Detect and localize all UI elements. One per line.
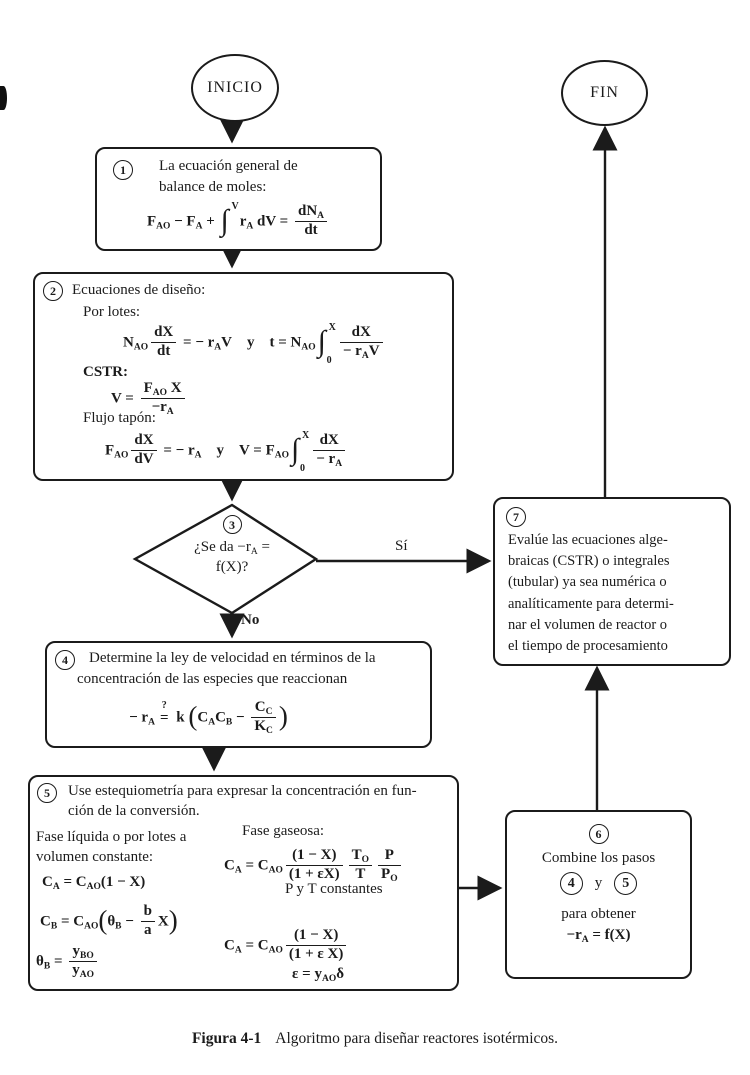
design-equations-title: Ecuaciones de diseño: <box>72 282 206 298</box>
start-terminal-label: INICIO <box>207 79 263 96</box>
step-5-box: 5 Use estequiometría para expresar la co… <box>28 775 459 991</box>
epsilon-equation: ε = yAOδ <box>292 966 345 984</box>
step-7-number-badge: 7 <box>506 507 526 527</box>
step-7-text-line5: nar el volumen de reactor o <box>508 616 668 633</box>
step-5-text-line1: Use estequiometría para expresar la conc… <box>68 783 417 799</box>
plug-flow-label: Flujo tapón: <box>83 410 156 426</box>
figure-caption: Figura 4-1 Algoritmo para diseñar reactor… <box>0 1030 750 1048</box>
combined-rate-equation: −rA = f(X) <box>566 927 631 945</box>
liquid-ca-equation: CA = CAO(1 − X) <box>42 874 146 892</box>
step-7-text-line3: (tubular) ya sea numérica o <box>508 574 667 591</box>
step-7-text-line6: el tiempo de procesamiento <box>508 638 668 655</box>
step-4-reference-badge: 4 <box>559 872 583 895</box>
step-4-text-line1: Determine la ley de velocidad en término… <box>89 650 376 666</box>
step-1-box: 1 La ecuación general de balance de mole… <box>95 147 382 251</box>
step-5-reference-badge: 5 <box>614 872 638 895</box>
decision-question: ¿Se da −rA =f(X)? <box>194 539 270 575</box>
step-7-text-line2: braicas (CSTR) o integrales <box>508 553 670 570</box>
no-branch-label: No <box>241 612 260 628</box>
liquid-phase-label-line1: Fase líquida o por lotes a <box>36 829 187 845</box>
step-1-number-badge: 1 <box>113 160 133 180</box>
step-4-number-badge: 4 <box>55 650 75 670</box>
step-6-number-badge: 6 <box>588 824 609 844</box>
step-7-text-line4: analíticamente para determi- <box>508 595 674 612</box>
step-1-text-line2: balance de moles: <box>159 179 267 195</box>
step-6-box: 6 Combine los pasos 4 y 5 para obtener −… <box>505 810 692 979</box>
figure-caption-text: Algoritmo para diseñar reactores isotérm… <box>275 1030 559 1047</box>
step-5-number-badge: 5 <box>37 783 57 803</box>
end-terminal-label: FIN <box>590 84 619 101</box>
step-7-text-line1: Evalúe las ecuaciones alge- <box>508 532 668 548</box>
step-4-text-line2: concentración de las especies que reacci… <box>77 671 348 687</box>
figure-caption-label: Figura 4-1 <box>191 1030 262 1047</box>
step-4-box: 4 Determine la ley de velocidad en térmi… <box>45 641 432 748</box>
scan-artifact <box>0 86 7 110</box>
step-3-number-badge: 3 <box>222 515 242 534</box>
cstr-design-equation: V = FAO X−rA <box>111 380 188 417</box>
gas-phase-label: Fase gaseosa: <box>242 823 325 839</box>
start-terminal: INICIO <box>191 54 279 122</box>
pt-constant-note: P y T constantes <box>285 881 383 897</box>
yes-branch-label: Sí <box>395 538 408 554</box>
step-6-text-line2: para obtener <box>561 906 636 922</box>
step-7-box: 7 Evalúe las ecuaciones alge- braicas (C… <box>493 497 731 666</box>
step-5-text-line2: ción de la conversión. <box>68 803 200 819</box>
step-6-text-line1: Combine los pasos <box>541 850 656 866</box>
step-1-text-line1: La ecuación general de <box>159 158 298 174</box>
end-terminal: FIN <box>561 60 648 126</box>
step-2-number-badge: 2 <box>43 281 63 301</box>
liquid-phase-label-line2: volumen constante: <box>36 849 154 865</box>
cstr-label: CSTR: <box>83 364 129 380</box>
batch-label: Por lotes: <box>83 304 141 320</box>
step-3-content: 3 ¿Se da −rA =f(X)? <box>135 515 329 577</box>
gas-ca-isobaric-equation: CA = CAO(1 − X)(1 + ε X) <box>224 927 349 964</box>
step-6-conjunction: y <box>594 875 603 891</box>
